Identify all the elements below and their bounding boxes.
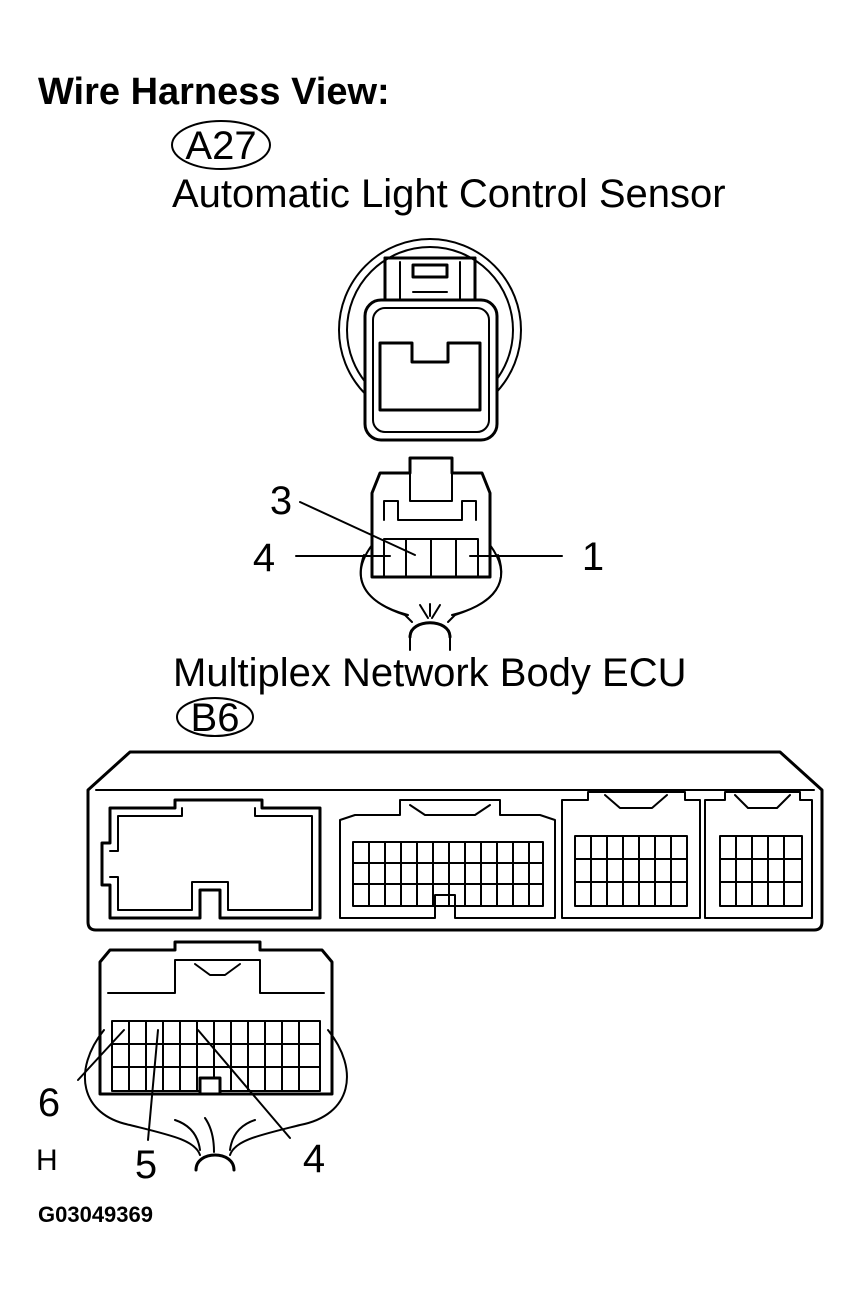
a27-pin-4-label: 4: [253, 536, 275, 580]
a27-code-oval: [171, 120, 271, 170]
a27-code: A27: [185, 124, 256, 168]
b6-pin-4-leader: [197, 1029, 291, 1139]
b6-connector: [83, 940, 348, 1172]
a27-pin-3-leader: [299, 501, 416, 556]
b6-pin-5-label: 5: [135, 1143, 157, 1187]
b6-pin-6-label: 6: [38, 1081, 60, 1125]
a27-connector: [359, 456, 503, 651]
figure-code: G03049369: [38, 1202, 153, 1227]
b6-code-oval: [176, 697, 254, 737]
body-ecu-housing: [86, 750, 824, 932]
a27-pin-3-label: 3: [270, 479, 292, 523]
diagram-heading: Wire Harness View:: [38, 71, 390, 113]
b6-code: B6: [191, 696, 240, 740]
b6-name: Multiplex Network Body ECU: [173, 651, 687, 695]
a27-name: Automatic Light Control Sensor: [172, 172, 726, 216]
side-mark: H: [36, 1144, 58, 1177]
light-sensor-housing: [338, 238, 522, 442]
a27-pin-1-label: 1: [582, 535, 604, 579]
b6-pin-5-leader: [147, 1029, 159, 1141]
b6-pin-4-label: 4: [303, 1137, 325, 1181]
b6-pin-6-leader: [77, 1029, 125, 1081]
